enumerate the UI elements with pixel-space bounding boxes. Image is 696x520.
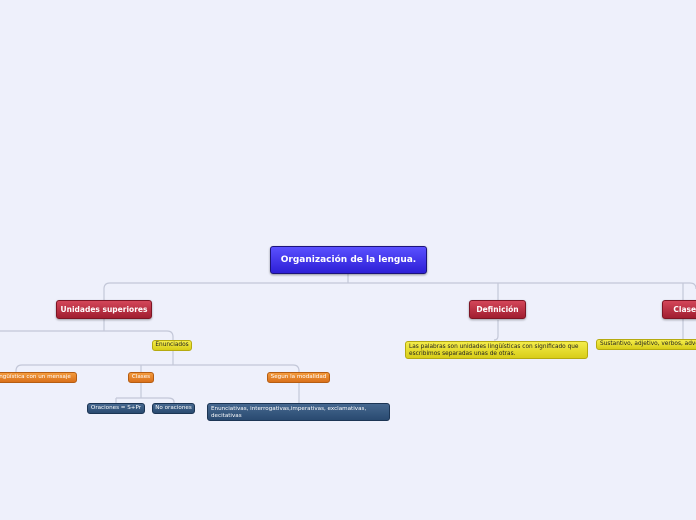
branch-definicion[interactable]: Definición bbox=[469, 300, 526, 319]
node-oraciones[interactable]: Oraciones = S+Pr bbox=[87, 403, 145, 414]
branch-unidades-superiores[interactable]: Unidades superiores bbox=[56, 300, 152, 319]
node-no-oraciones[interactable]: No oraciones bbox=[152, 403, 195, 414]
connector-enunciados bbox=[15, 350, 300, 373]
node-enunciados[interactable]: Enunciados bbox=[152, 340, 192, 351]
root-node[interactable]: Organización de la lengua. bbox=[270, 246, 427, 274]
node-clases[interactable]: Clases bbox=[128, 372, 154, 383]
connector-unidades bbox=[0, 318, 174, 341]
branch-clases[interactable]: Clases bbox=[662, 300, 696, 319]
node-unidad-mensaje[interactable]: lingüística con un mensaje bbox=[0, 372, 77, 383]
note-definicion[interactable]: Las palabras son unidades lingüísticas c… bbox=[405, 341, 588, 359]
connector-root-bus bbox=[103, 274, 696, 301]
node-tipos-enunciados[interactable]: Enunciativas, interrogativas,imperativas… bbox=[207, 403, 390, 421]
connector-clases bbox=[115, 382, 175, 404]
connector-definicion bbox=[493, 320, 499, 341]
node-segun-modalidad[interactable]: Segun la modalidad bbox=[267, 372, 330, 383]
note-clases[interactable]: Sustantivo, adjetivo, verbos, adverbio bbox=[596, 339, 696, 350]
